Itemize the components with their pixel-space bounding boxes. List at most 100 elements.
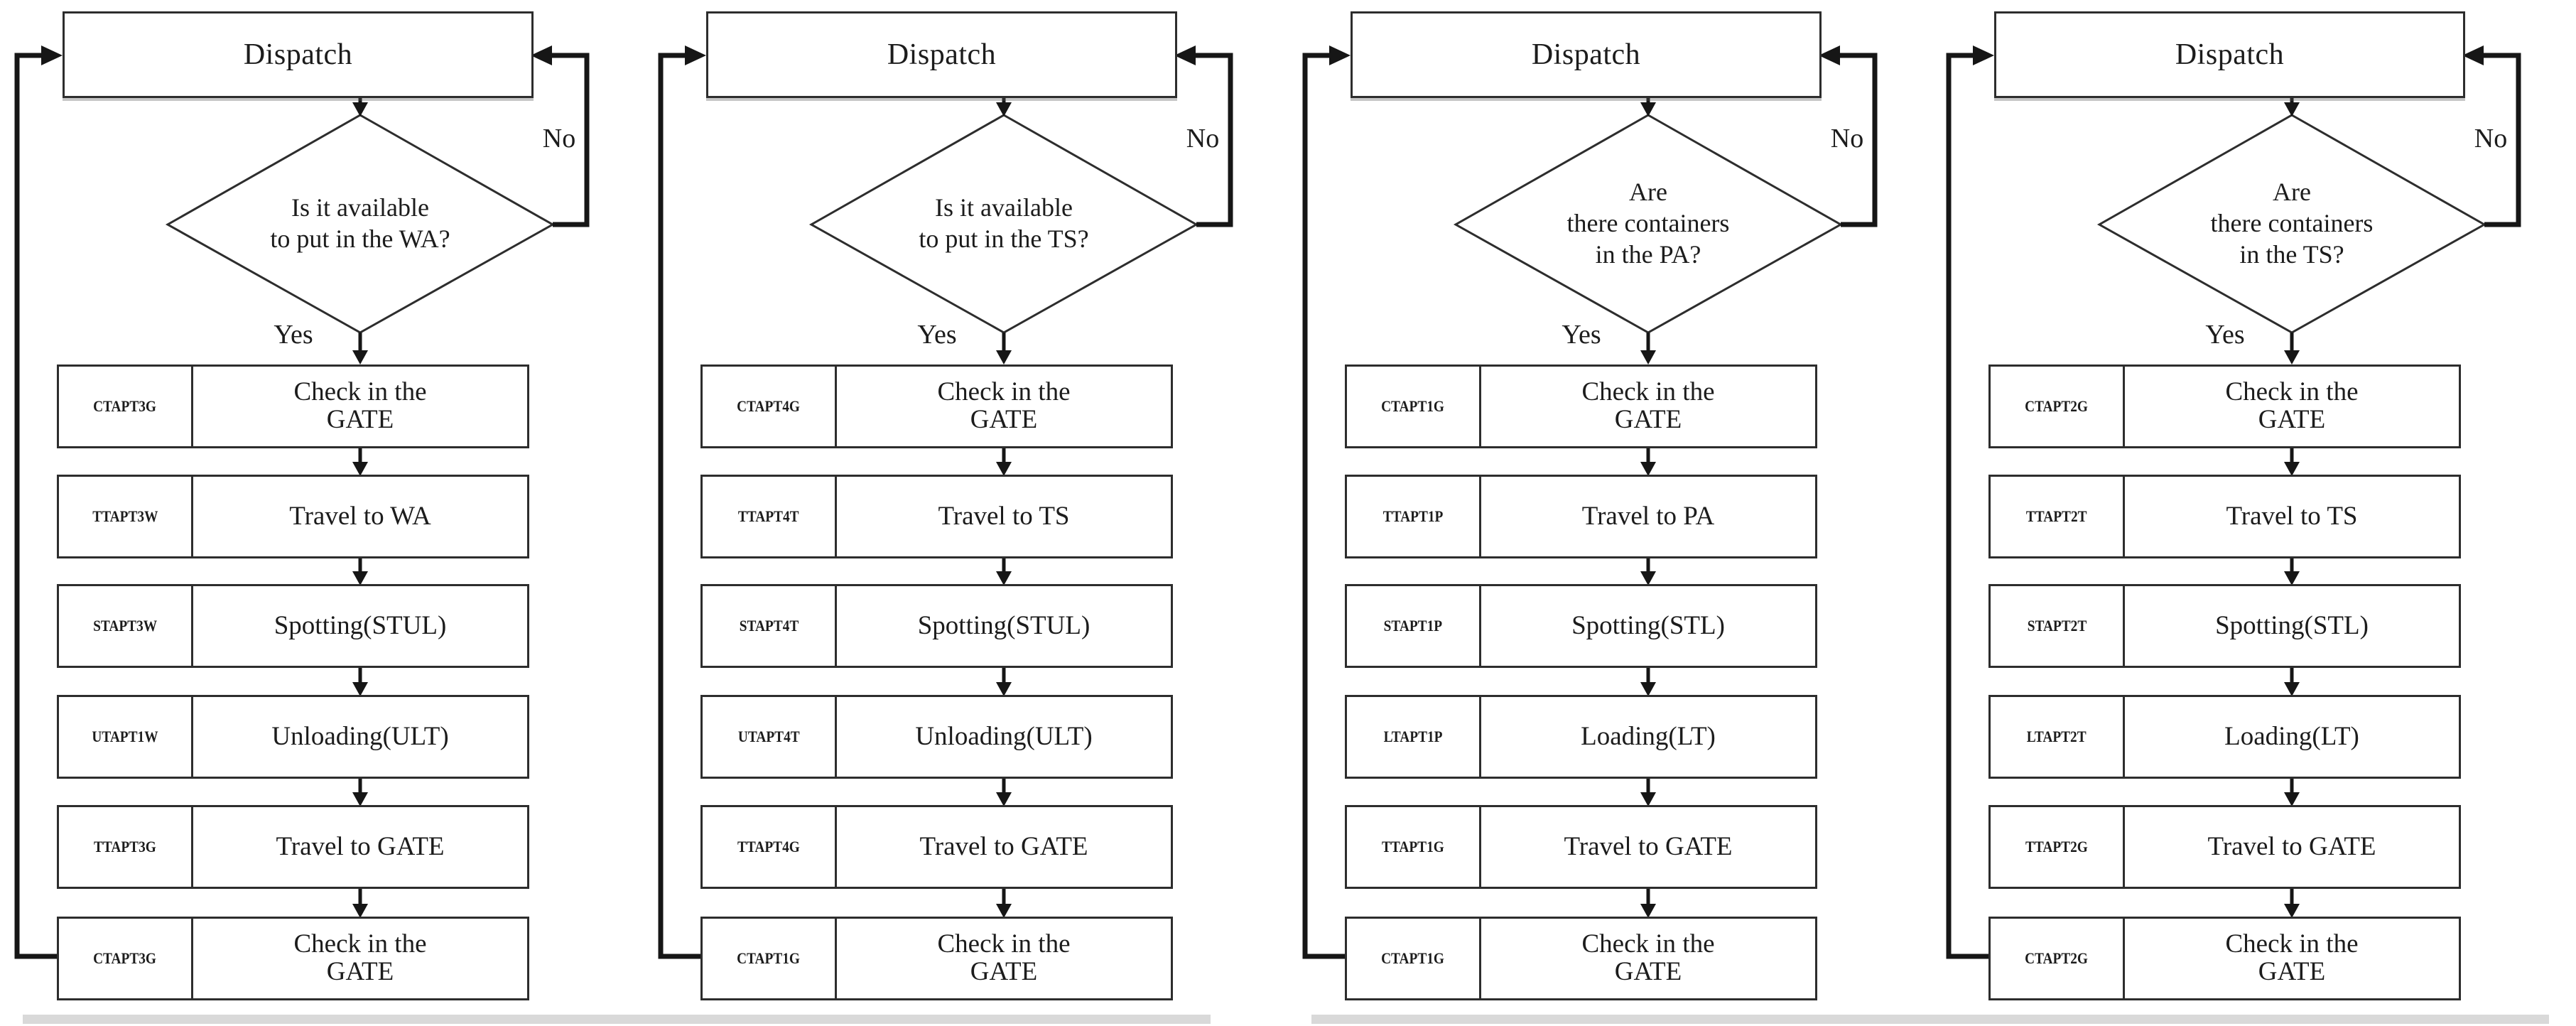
task-label: Check in the GATE [1479, 917, 1817, 1000]
task-label: Travel to GATE [1479, 805, 1817, 889]
task-code: TTAPT4G [700, 805, 837, 889]
task-code: LTAPT2T [1988, 695, 2125, 779]
task-code: CTAPT4G [700, 364, 837, 448]
task-label: Spotting(STL) [1479, 584, 1817, 668]
flowchart-wires [658, 45, 1233, 959]
task-label: Check in the GATE [835, 364, 1173, 448]
task-label: Spotting(STL) [2123, 584, 2461, 668]
figure-bottom-edge-left [23, 1015, 1211, 1024]
loop-left [1946, 53, 1988, 959]
yes-label: Yes [2205, 320, 2245, 350]
no-label: No [2474, 124, 2508, 153]
task-label: Travel to GATE [191, 805, 529, 889]
flowchart-wires [14, 45, 590, 959]
no-label: No [542, 124, 576, 153]
task-code: STAPT2T [1988, 584, 2125, 668]
loop-right-arrowhead [2462, 45, 2484, 65]
task-label: Check in the GATE [191, 364, 529, 448]
task-label: Travel to PA [1479, 475, 1817, 558]
loop-left [1302, 53, 1345, 959]
task-code: CTAPT3G [57, 917, 193, 1000]
task-code: CTAPT1G [1345, 917, 1481, 1000]
task-code: TTAPT2T [1988, 475, 2125, 558]
task-code: STAPT1P [1345, 584, 1481, 668]
loop-right-arrowhead [531, 45, 552, 65]
figure-bottom-edge-right [1311, 1015, 2549, 1024]
task-label: Spotting(STUL) [191, 584, 529, 668]
task-label: Check in the GATE [2123, 364, 2461, 448]
task-code: TTAPT2G [1988, 805, 2125, 889]
dispatch-box: Dispatch [63, 11, 534, 98]
decision-question: Are there containers in the TS? [2210, 178, 2374, 269]
task-code: TTAPT3W [57, 475, 193, 558]
task-code: STAPT4T [700, 584, 837, 668]
yes-label: Yes [917, 320, 957, 350]
loop-right-no [1196, 53, 1233, 227]
task-code: CTAPT1G [700, 917, 837, 1000]
task-code: CTAPT1G [1345, 364, 1481, 448]
task-label: Loading(LT) [1479, 695, 1817, 779]
task-label: Travel to TS [2123, 475, 2461, 558]
no-label: No [1186, 124, 1220, 153]
loop-right-no [1840, 53, 1878, 227]
flowchart-truck-unloading-ts: Dispatch Is it available to put in the T… [644, 0, 1287, 1026]
task-code: TTAPT3G [57, 805, 193, 889]
task-label: Loading(LT) [2123, 695, 2461, 779]
task-label: Check in the GATE [191, 917, 529, 1000]
loop-right-no [552, 53, 590, 227]
flowchart-truck-loading-ts: Dispatch Are there containers in the TS?… [1932, 0, 2575, 1026]
loop-left [658, 53, 700, 959]
no-label: No [1830, 124, 1864, 153]
dispatch-box: Dispatch [706, 11, 1177, 98]
task-label: Check in the GATE [1479, 364, 1817, 448]
loop-left-arrowhead [1329, 45, 1351, 65]
yes-label: Yes [274, 320, 313, 350]
decision-question: Are there containers in the PA? [1566, 178, 1730, 269]
task-label: Travel to TS [835, 475, 1173, 558]
task-code: TTAPT4T [700, 475, 837, 558]
task-code: TTAPT1G [1345, 805, 1481, 889]
task-code: CTAPT3G [57, 364, 193, 448]
loop-right-arrowhead [1819, 45, 1840, 65]
dispatch-box: Dispatch [1351, 11, 1822, 98]
task-code: UTAPT4T [700, 695, 837, 779]
loop-left-arrowhead [1973, 45, 1994, 65]
loop-right-arrowhead [1174, 45, 1196, 65]
task-code: TTAPT1P [1345, 475, 1481, 558]
flowchart-truck-loading-pa: Dispatch Are there containers in the PA?… [1288, 0, 1932, 1026]
decision-question: Is it available to put in the TS? [919, 193, 1089, 253]
loop-left [14, 53, 57, 959]
task-code: UTAPT1W [57, 695, 193, 779]
task-label: Travel to WA [191, 475, 529, 558]
task-code: CTAPT2G [1988, 364, 2125, 448]
task-label: Check in the GATE [2123, 917, 2461, 1000]
flowchart-wires [1302, 45, 1878, 959]
task-label: Travel to GATE [2123, 805, 2461, 889]
task-label: Travel to GATE [835, 805, 1173, 889]
task-label: Spotting(STUL) [835, 584, 1173, 668]
task-code: LTAPT1P [1345, 695, 1481, 779]
